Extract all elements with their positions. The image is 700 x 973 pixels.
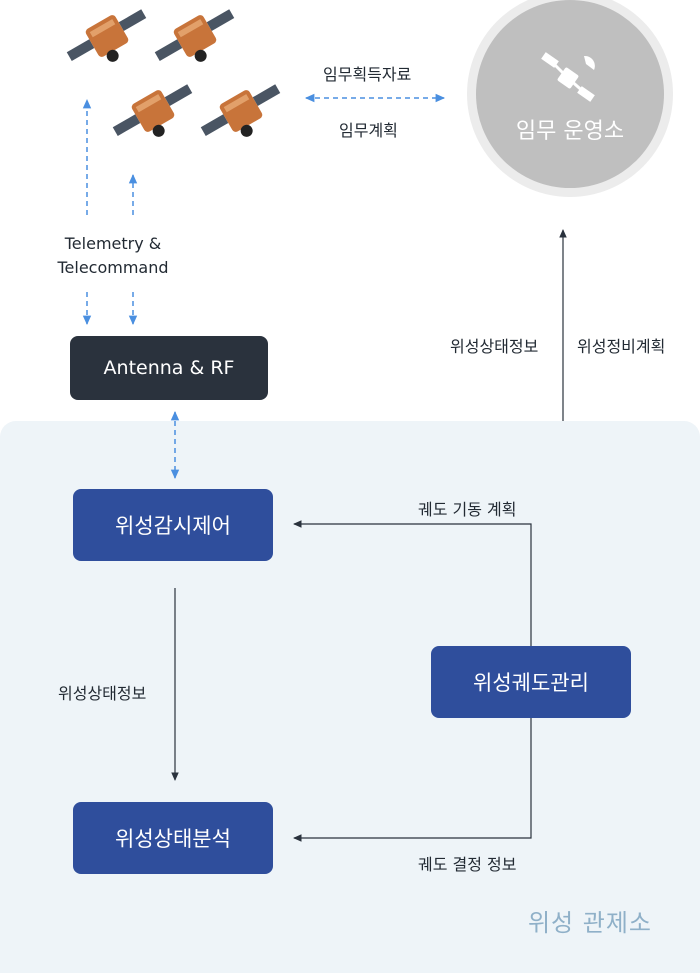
satellite-icon: [154, 9, 235, 62]
satellite-icon: [66, 9, 147, 62]
telemetry-label-line1: Telemetry &: [64, 234, 162, 253]
control-center-label: 위성 관제소: [527, 909, 652, 937]
orbit-to-monitor-arrow: [293, 520, 532, 646]
satellite-icon: [541, 52, 595, 102]
monitor-control-box: 위성감시제어: [73, 489, 273, 561]
mission-ops-label: 임무 운영소: [515, 119, 625, 144]
satellite-icon: [200, 84, 281, 137]
ops-link-right-label: 위성정비계획: [577, 337, 666, 356]
ops-link-left-label: 위성상태정보: [450, 337, 539, 356]
mission-ops-circle: [476, 0, 664, 188]
monitor-to-analysis-label: 위성상태정보: [58, 684, 147, 703]
antenna-box: Antenna & RF: [70, 336, 268, 400]
orbit-management-box: 위성궤도관리: [431, 646, 631, 718]
telemetry-label-line2: Telecommand: [57, 258, 169, 277]
orbit-to-analysis-label: 궤도 결정 정보: [418, 855, 517, 874]
satellite-icon: [112, 84, 193, 137]
mission-link-top-label: 임무획득자료: [323, 65, 412, 84]
orbit-to-analysis-arrow: [293, 718, 532, 842]
orbit-to-monitor-label: 궤도 기동 계획: [418, 500, 517, 519]
status-analysis-box: 위성상태분석: [73, 802, 273, 874]
telemetry-label: Telemetry & Telecommand: [40, 232, 186, 280]
mission-link-bottom-label: 임무계획: [339, 121, 398, 140]
